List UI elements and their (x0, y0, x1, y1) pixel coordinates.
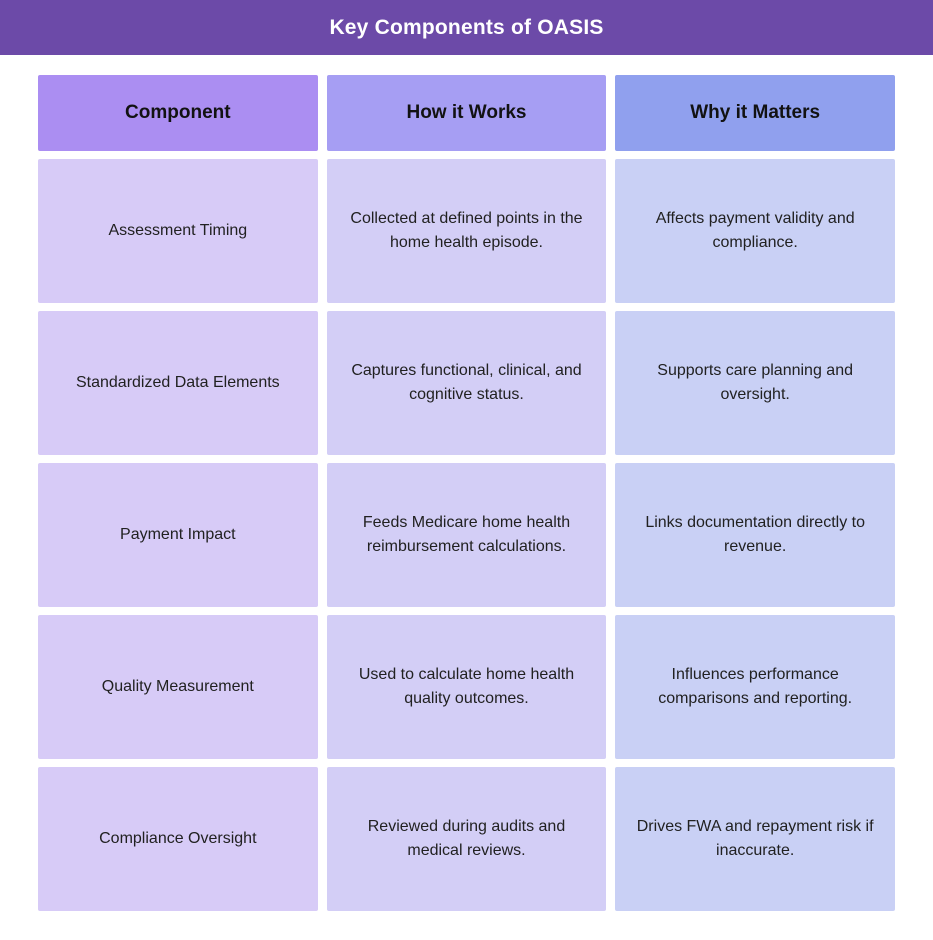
column-header-component: Component (38, 75, 318, 151)
oasis-table: Component How it Works Why it Matters As… (38, 75, 895, 911)
column-header-why-it-matters: Why it Matters (615, 75, 895, 151)
cell-component: Payment Impact (38, 463, 318, 607)
cell-component: Assessment Timing (38, 159, 318, 303)
cell-why-it-matters: Affects payment validity and compliance. (615, 159, 895, 303)
cell-how-it-works: Reviewed during audits and medical revie… (326, 767, 607, 911)
cell-why-it-matters: Influences performance comparisons and r… (615, 615, 895, 759)
title-bar: Key Components of OASIS (0, 0, 933, 55)
cell-component: Standardized Data Elements (38, 311, 318, 455)
cell-how-it-works: Captures functional, clinical, and cogni… (326, 311, 607, 455)
cell-component: Quality Measurement (38, 615, 318, 759)
cell-why-it-matters: Links documentation directly to revenue. (615, 463, 895, 607)
cell-how-it-works: Collected at defined points in the home … (326, 159, 607, 303)
cell-how-it-works: Feeds Medicare home health reimbursement… (326, 463, 607, 607)
page-title: Key Components of OASIS (329, 15, 604, 39)
cell-how-it-works: Used to calculate home health quality ou… (326, 615, 607, 759)
cell-component: Compliance Oversight (38, 767, 318, 911)
column-header-how-it-works: How it Works (326, 75, 607, 151)
cell-why-it-matters: Drives FWA and repayment risk if inaccur… (615, 767, 895, 911)
cell-why-it-matters: Supports care planning and oversight. (615, 311, 895, 455)
